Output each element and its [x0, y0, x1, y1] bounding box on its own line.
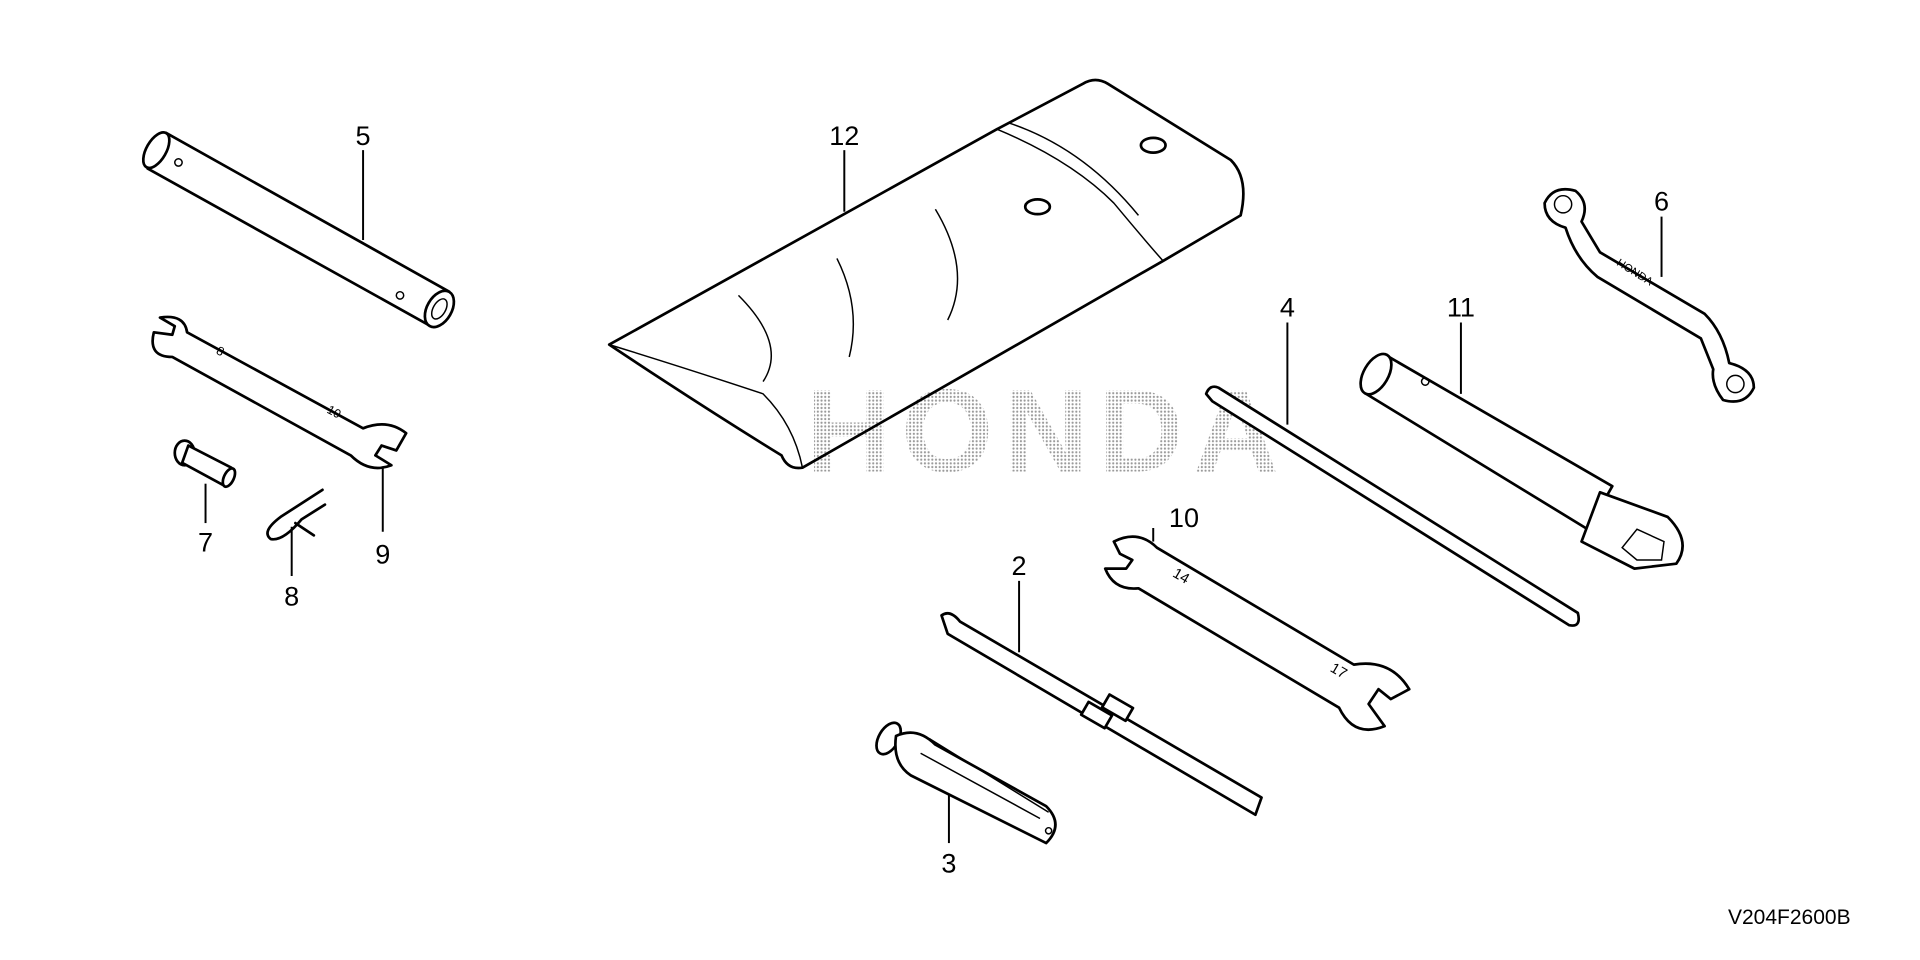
- callout-7: 7: [198, 526, 213, 557]
- callout-6: 6: [1654, 185, 1669, 216]
- callouts: 5 9 7 8 12 4 11 6 10 2 3: [198, 120, 1669, 878]
- ring-wrench[interactable]: HONDA: [1543, 187, 1756, 403]
- callout-8: 8: [284, 581, 299, 612]
- tommy-bar[interactable]: [1204, 385, 1581, 627]
- size-mark-10: 10: [325, 403, 344, 422]
- honda-watermark: HONDA: [806, 365, 1288, 497]
- callout-2: 2: [1012, 550, 1027, 581]
- callout-9: 9: [375, 539, 390, 570]
- screwdriver-handle[interactable]: [871, 719, 1057, 845]
- diagram-code: V204F2600B: [1728, 906, 1851, 929]
- callout-4: 4: [1280, 291, 1295, 322]
- size-mark-17: 17: [1327, 660, 1349, 682]
- box-spanner-tube[interactable]: [138, 128, 460, 332]
- callout-3: 3: [941, 848, 956, 879]
- screwdriver-bit[interactable]: [940, 612, 1263, 817]
- callout-11: 11: [1447, 291, 1475, 322]
- callout-12: 12: [829, 120, 859, 151]
- clevis-pin[interactable]: [173, 439, 238, 489]
- callout-5: 5: [356, 120, 371, 151]
- callout-10: 10: [1169, 502, 1199, 533]
- open-end-wrench-14x17[interactable]: 14 17: [1103, 535, 1411, 731]
- spark-plug-wrench[interactable]: [1354, 349, 1684, 570]
- tool-bag[interactable]: [607, 78, 1245, 470]
- size-mark-14: 14: [1170, 566, 1192, 588]
- open-end-wrench-8x10[interactable]: 8 10: [151, 315, 408, 470]
- r-clip[interactable]: [266, 488, 327, 541]
